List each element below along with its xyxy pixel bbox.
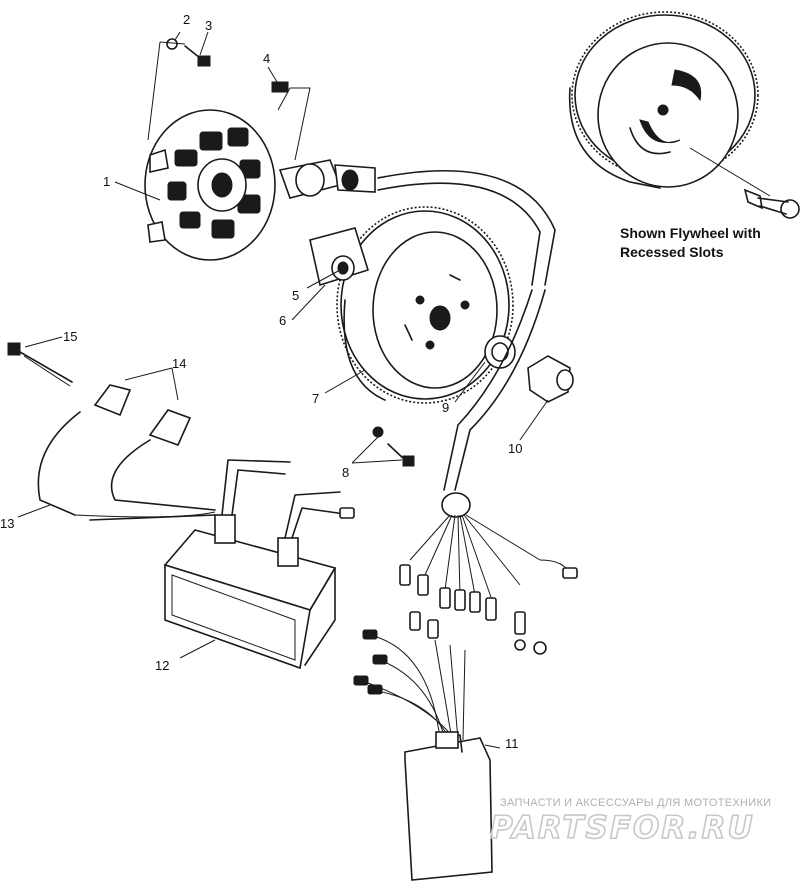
watermark-brand: PARTSFOR.RU [490, 810, 755, 846]
note-line-2: Recessed Slots [620, 244, 724, 260]
flywheel [336, 206, 514, 404]
callout-10: 10 [508, 441, 522, 456]
ignition-coil [163, 459, 355, 670]
cdi-box [353, 629, 493, 881]
screw-15 [7, 342, 73, 387]
washer [484, 335, 516, 369]
note-line-1: Shown Flywheel with [620, 225, 761, 241]
callout-4: 4 [263, 51, 270, 66]
watermark: ЗАПЧАСТИ И АКСЕССУАРЫ ДЛЯ МОТОТЕХНИКИ PA… [489, 797, 771, 847]
callout-6: 6 [279, 313, 286, 328]
callout-5: 5 [292, 288, 299, 303]
callout-11: 11 [505, 736, 519, 751]
stator-hardware [147, 38, 311, 161]
callout-1: 1 [103, 174, 110, 189]
bolt-washer-8 [372, 426, 415, 467]
stator-assembly [144, 109, 276, 261]
callout-2: 2 [183, 12, 190, 27]
callout-13: 13 [0, 516, 14, 531]
callout-14: 14 [172, 356, 186, 371]
callout-9: 9 [442, 400, 449, 415]
flywheel-note: Shown Flywheel with Recessed Slots [620, 225, 761, 260]
crank-shaft [278, 159, 376, 199]
callout-3: 3 [205, 18, 212, 33]
leader-lines [17, 31, 549, 749]
flywheel-hub [309, 227, 370, 287]
callout-7: 7 [312, 391, 319, 406]
callout-8: 8 [342, 465, 349, 480]
spark-plug-leads [37, 384, 216, 521]
watermark-tagline: ЗАПЧАСТИ И АКСЕССУАРЫ ДЛЯ МОТОТЕХНИКИ [500, 797, 771, 809]
main-harness [399, 289, 578, 655]
flywheel-recessed-slots [568, 11, 759, 189]
callout-15: 15 [63, 329, 77, 344]
flywheel-bolt [689, 147, 800, 219]
callout-labels: 1 2 3 4 5 6 7 8 9 10 11 12 13 14 15 [0, 12, 522, 751]
callout-12: 12 [155, 658, 169, 673]
flywheel-nut [527, 355, 574, 403]
stator-harness [377, 169, 556, 286]
